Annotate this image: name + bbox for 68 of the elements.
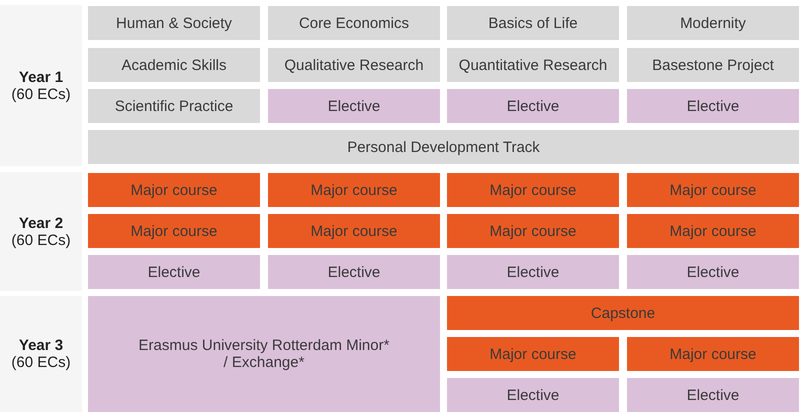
course-box [447, 6, 619, 40]
course-name: Elective [328, 98, 380, 114]
major-course-box [447, 337, 619, 371]
major-course-box [268, 214, 440, 248]
course-name: Elective [686, 98, 740, 114]
course-name: Scientific Practice [114, 98, 234, 114]
course-box [268, 48, 440, 82]
year-label: Year 3 [18, 337, 64, 354]
course-name: Major course [670, 346, 756, 362]
course-name: Elective [328, 264, 380, 280]
major-course-box [627, 214, 799, 248]
course-name: Major course [670, 222, 756, 240]
course-box [88, 89, 260, 123]
course-name: Major course [490, 346, 576, 362]
course-box [447, 48, 619, 82]
course-name: Elective [506, 386, 560, 404]
elective-box [268, 89, 440, 123]
major-course-box [447, 214, 619, 248]
course-name: Academic Skills [121, 56, 227, 74]
course-name: Personal Development Track [347, 138, 540, 156]
major-course-box [627, 173, 799, 207]
course-box [627, 6, 799, 40]
year-label: Year 2 [18, 214, 64, 232]
major-course-box [447, 173, 619, 207]
course-name: Basestone Project [652, 56, 774, 74]
elective-box [88, 255, 260, 289]
elective-box [627, 255, 799, 289]
course-name: Human & Society [116, 14, 232, 32]
course-name: Capstone [590, 304, 656, 322]
elective-box [447, 255, 619, 289]
course-name: Major course [130, 222, 218, 240]
major-course-box [268, 173, 440, 207]
course-name: Erasmus University Rotterdam Minor* / Exchange* [138, 337, 390, 371]
major-course-box [88, 173, 260, 207]
course-name: Major course [130, 182, 218, 198]
course-name: Basics of Life [488, 14, 578, 32]
course-name: Elective [506, 98, 560, 114]
course-name: Major course [310, 222, 398, 240]
course-box [88, 130, 799, 164]
course-name: Core Economics [298, 14, 410, 32]
course-box [88, 6, 260, 40]
course-name: Elective [686, 386, 740, 404]
elective-box [627, 378, 799, 412]
course-name: Qualitative Research [284, 56, 424, 74]
course-name: Modernity [680, 14, 746, 32]
course-name: Major course [490, 182, 576, 198]
elective-box [268, 255, 440, 289]
course-name: Major course [670, 182, 756, 198]
elective-box [447, 89, 619, 123]
credit-count: (60 ECs) [11, 354, 71, 371]
course-box [88, 48, 260, 82]
year-label: Year 1 [18, 68, 64, 86]
course-name: Major course [490, 222, 576, 240]
course-name: Quantitative Research [458, 56, 608, 74]
course-box [268, 6, 440, 40]
course-name: Elective [148, 264, 200, 280]
credit-count: (60 ECs) [11, 232, 71, 248]
course-name: Elective [686, 264, 740, 280]
major-course-box [88, 214, 260, 248]
elective-box [88, 296, 440, 412]
elective-box [627, 89, 799, 123]
elective-box [447, 378, 619, 412]
major-course-box [627, 337, 799, 371]
course-name: Elective [506, 264, 560, 280]
course-name: Major course [310, 182, 398, 198]
credit-count: (60 ECs) [11, 86, 71, 102]
course-box [627, 48, 799, 82]
major-course-box [447, 296, 799, 330]
